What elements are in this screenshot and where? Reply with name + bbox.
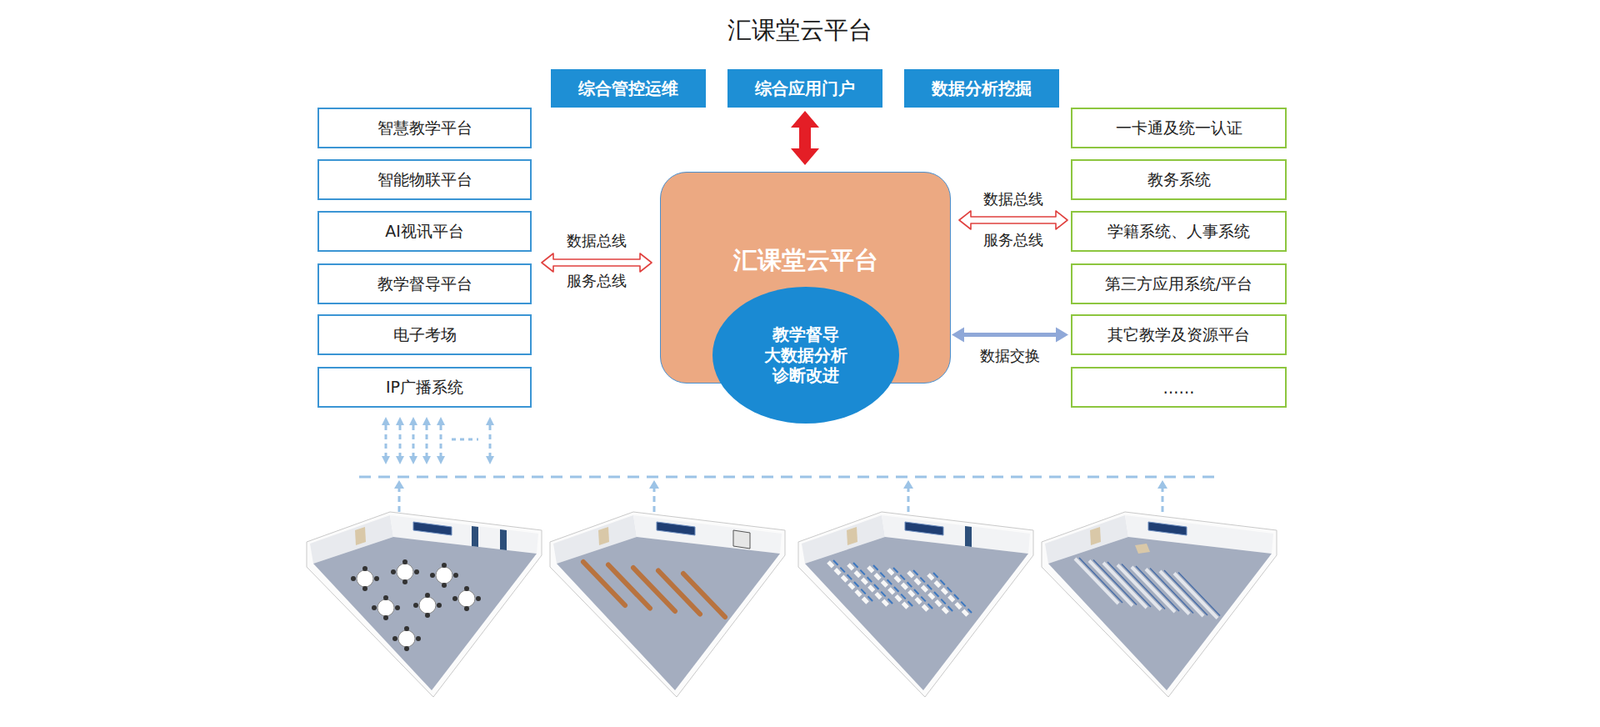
bus-arrowheads <box>381 416 1168 489</box>
box-label: 汇课堂云平台 <box>733 244 879 278</box>
system-box: …… <box>1070 366 1287 408</box>
core-platform: 汇课堂云平台教学督导 大数据分析 诊断改进 <box>660 171 951 384</box>
platform-box: IP广播系统 <box>317 366 532 408</box>
box-label: 数据分析挖掘 <box>931 77 1032 100</box>
box-label: 教学督导 大数据分析 诊断改进 <box>755 324 856 385</box>
exam-hall <box>1041 511 1277 697</box>
box-label: 一卡通及统一认证 <box>1115 117 1243 140</box>
box-label: 综合应用门户 <box>755 77 855 100</box>
system-box: 学籍系统、人事系统 <box>1070 210 1287 252</box>
system-box: 一卡通及统一认证 <box>1070 107 1287 149</box>
system-box: 其它教学及资源平台 <box>1070 314 1287 355</box>
header-box: 综合应用门户 <box>727 69 883 108</box>
bus-label: 服务总线 <box>564 270 630 291</box>
platform-box: 智能物联平台 <box>317 159 532 200</box>
computer-classroom <box>798 511 1034 697</box>
bus-arrow <box>959 210 1068 230</box>
lecture-classroom <box>550 511 785 697</box>
box-label: 教务系统 <box>1147 169 1211 191</box>
header-box: 综合管控运维 <box>550 69 706 108</box>
box-label: 第三方应用系统/平台 <box>1105 273 1253 295</box>
bus-arrow <box>790 110 820 165</box>
box-label: 教学督导平台 <box>377 273 473 295</box>
box-label: AI视讯平台 <box>385 220 465 243</box>
analysis-ellipse: 教学督导 大数据分析 诊断改进 <box>712 286 900 424</box>
platform-box: 教学督导平台 <box>317 263 532 305</box>
edge-label: 数据总线 <box>564 230 630 251</box>
box-label: 其它教学及资源平台 <box>1107 324 1250 346</box>
bus-label: 服务总线 <box>980 230 1046 250</box>
bus-arrow <box>951 327 1069 343</box>
platform-box: 电子考场 <box>317 314 532 355</box>
group-classroom <box>306 511 542 697</box>
platform-box: 智慧教学平台 <box>317 107 532 149</box>
platform-box: AI视讯平台 <box>317 210 532 252</box>
box-label: 电子考场 <box>393 324 457 346</box>
box-label: 智能物联平台 <box>377 169 473 191</box>
box-label: 综合管控运维 <box>578 77 679 100</box>
edge-label: 数据总线 <box>980 189 1046 210</box>
box-label: 智慧教学平台 <box>377 117 473 140</box>
edge-label: 数据交换 <box>977 345 1043 366</box>
box-label: …… <box>1163 378 1195 397</box>
header-box: 数据分析挖掘 <box>904 69 1060 108</box>
box-label: IP广播系统 <box>385 376 464 399</box>
bus-lines <box>359 425 1220 512</box>
box-label: 学籍系统、人事系统 <box>1107 220 1250 243</box>
diagram-title: 汇课堂云平台 <box>727 14 873 48</box>
bus-arrow <box>541 253 652 272</box>
system-box: 第三方应用系统/平台 <box>1070 263 1287 305</box>
system-box: 教务系统 <box>1070 159 1287 200</box>
